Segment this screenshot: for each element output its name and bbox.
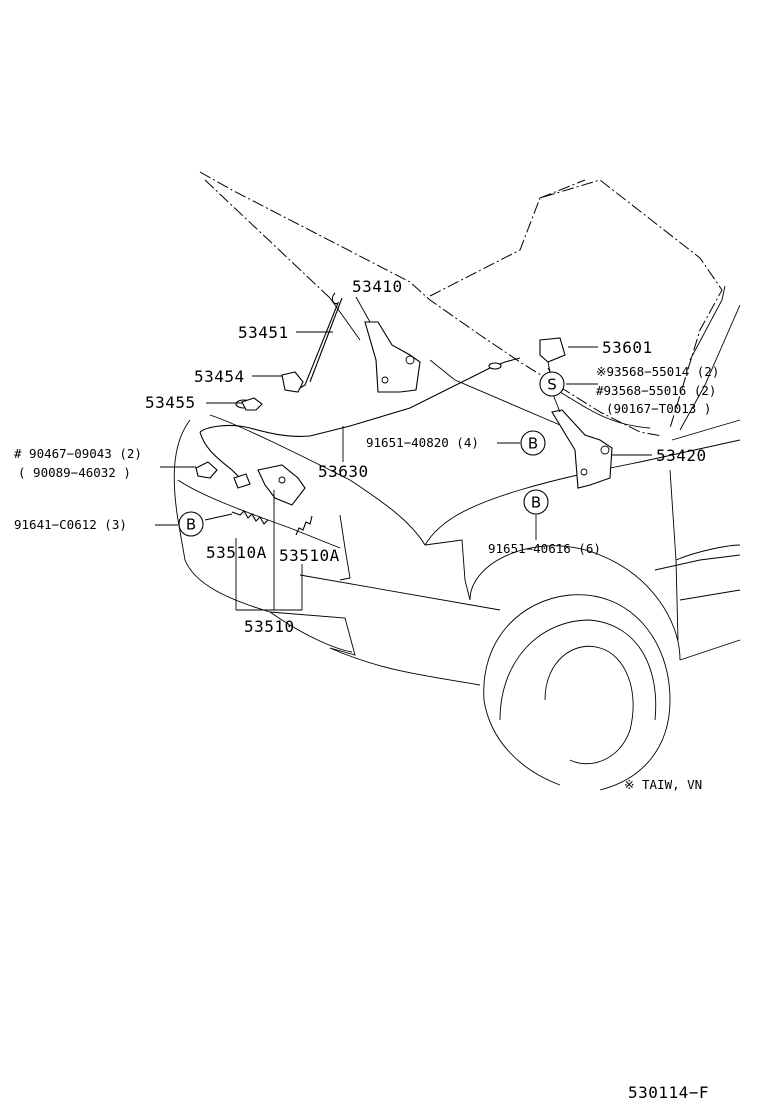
hood-lock-striker: [539, 337, 566, 373]
label-91641-c0612: 91641−C0612 (3): [14, 517, 127, 532]
cable-clamp-clip: [195, 461, 218, 479]
label-90089-46032: ( 90089−46032 ): [18, 465, 131, 480]
svg-text:B: B: [531, 494, 541, 512]
label-93568-55016: #93568−55016 (2): [596, 383, 716, 398]
label-53601: 53601: [602, 338, 653, 357]
label-53451: 53451: [238, 323, 289, 342]
callout-b-40616: B: [523, 489, 549, 515]
vehicle-body-outline: [173, 171, 741, 791]
label-53455: 53455: [145, 393, 196, 412]
label-53420: 53420: [656, 446, 707, 465]
label-91651-40820: 91651−40820 (4): [366, 435, 479, 450]
callout-b-40820: B: [520, 430, 546, 456]
label-53630: 53630: [318, 462, 369, 481]
label-53410: 53410: [352, 277, 403, 296]
note-taiw-vn: ※ TAIW, VN: [624, 777, 702, 792]
label-53510: 53510: [244, 617, 295, 636]
hood-lock-assembly: [233, 464, 306, 506]
label-90467-09043: # 90467−09043 (2): [14, 446, 142, 461]
callout-s: S: [539, 371, 565, 397]
callout-b-c0612: B: [178, 511, 204, 537]
svg-text:B: B: [528, 435, 538, 453]
hood-stopper-cushion: [281, 371, 304, 393]
label-53454: 53454: [194, 367, 245, 386]
hood-hinge-right: [551, 409, 613, 489]
leader-lines: [155, 296, 652, 611]
label-90167-t0013: (90167−T0013 ): [606, 401, 711, 416]
hood-support-rod: [299, 292, 343, 389]
hood-rod-holder: [241, 397, 263, 411]
label-93568-55014: ※93568−55014 (2): [596, 364, 719, 379]
svg-text:S: S: [547, 376, 557, 394]
svg-text:B: B: [186, 516, 196, 534]
lock-springs: [231, 510, 313, 536]
hood-release-cable: [199, 357, 521, 479]
figure-id: 530114−F: [628, 1083, 709, 1102]
label-53510a-left: 53510A: [206, 543, 267, 562]
label-53510a-right: 53510A: [279, 546, 340, 565]
label-91651-40616: 91651−40616 (6): [488, 541, 601, 556]
hood-hinge-left: [364, 321, 421, 393]
